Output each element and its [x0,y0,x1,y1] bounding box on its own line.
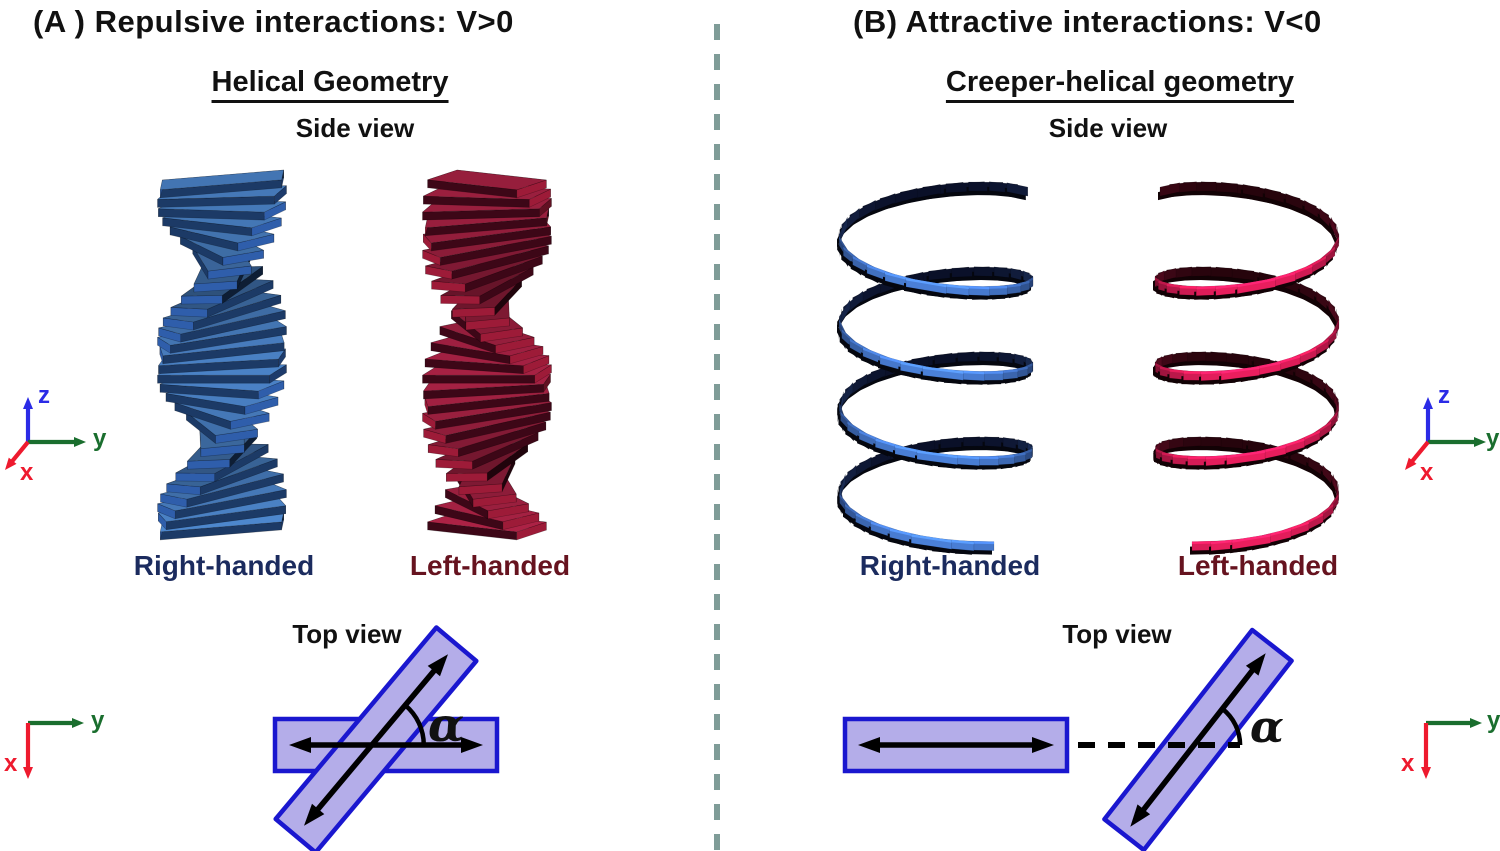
xyz-axes-left [5,397,86,470]
panel-b-alpha-symbol: α [1250,702,1284,753]
axis-y-label: y [91,707,105,734]
right-handed-creeper-helix-render [837,181,1034,555]
top-view-b-diagram [842,627,1294,851]
panel-a-left-handed-label: Left-handed [409,550,571,581]
panel-b-title: (B) Attractive interactions: V<0 [853,4,1322,39]
right-handed-helix-render [157,169,287,541]
panel-a-title: (A ) Repulsive interactions: V>0 [33,4,514,39]
panel-a-top-view-label: Top view [292,619,402,649]
axis-y-label: y [1487,707,1500,734]
xyz-axes-right [1405,397,1486,470]
top-view-a-diagram [272,625,500,851]
axis-x-label: x [1401,750,1415,777]
panel-divider [714,24,720,851]
xy-axes-left [23,718,84,779]
panel-a-right-handed-label: Right-handed [133,550,315,581]
axis-z-label: z [38,382,50,409]
axis-z-label: z [1438,382,1450,409]
panel-b-geometry-title: Creeper-helical geometry [945,66,1295,103]
left-handed-helix-render [422,169,552,541]
panel-b-left-handed-label: Left-handed [1177,550,1339,581]
panel-b-top-view-label: Top view [1062,619,1172,649]
axis-x-label: x [1420,459,1434,486]
left-handed-creeper-helix-render [1153,181,1340,555]
axis-y-label: y [1486,425,1500,452]
axis-x-label: x [20,459,34,486]
axis-x-label: x [4,750,18,777]
panel-b-right-handed-label: Right-handed [859,550,1041,581]
panel-a-side-view-label: Side view [295,113,415,143]
xy-axes-right [1421,718,1482,779]
panel-b-side-view-label: Side view [1048,113,1168,143]
panel-a-geometry-title: Helical Geometry [211,66,449,103]
axis-y-label: y [93,425,107,452]
panel-a-alpha-symbol: α [428,698,465,753]
